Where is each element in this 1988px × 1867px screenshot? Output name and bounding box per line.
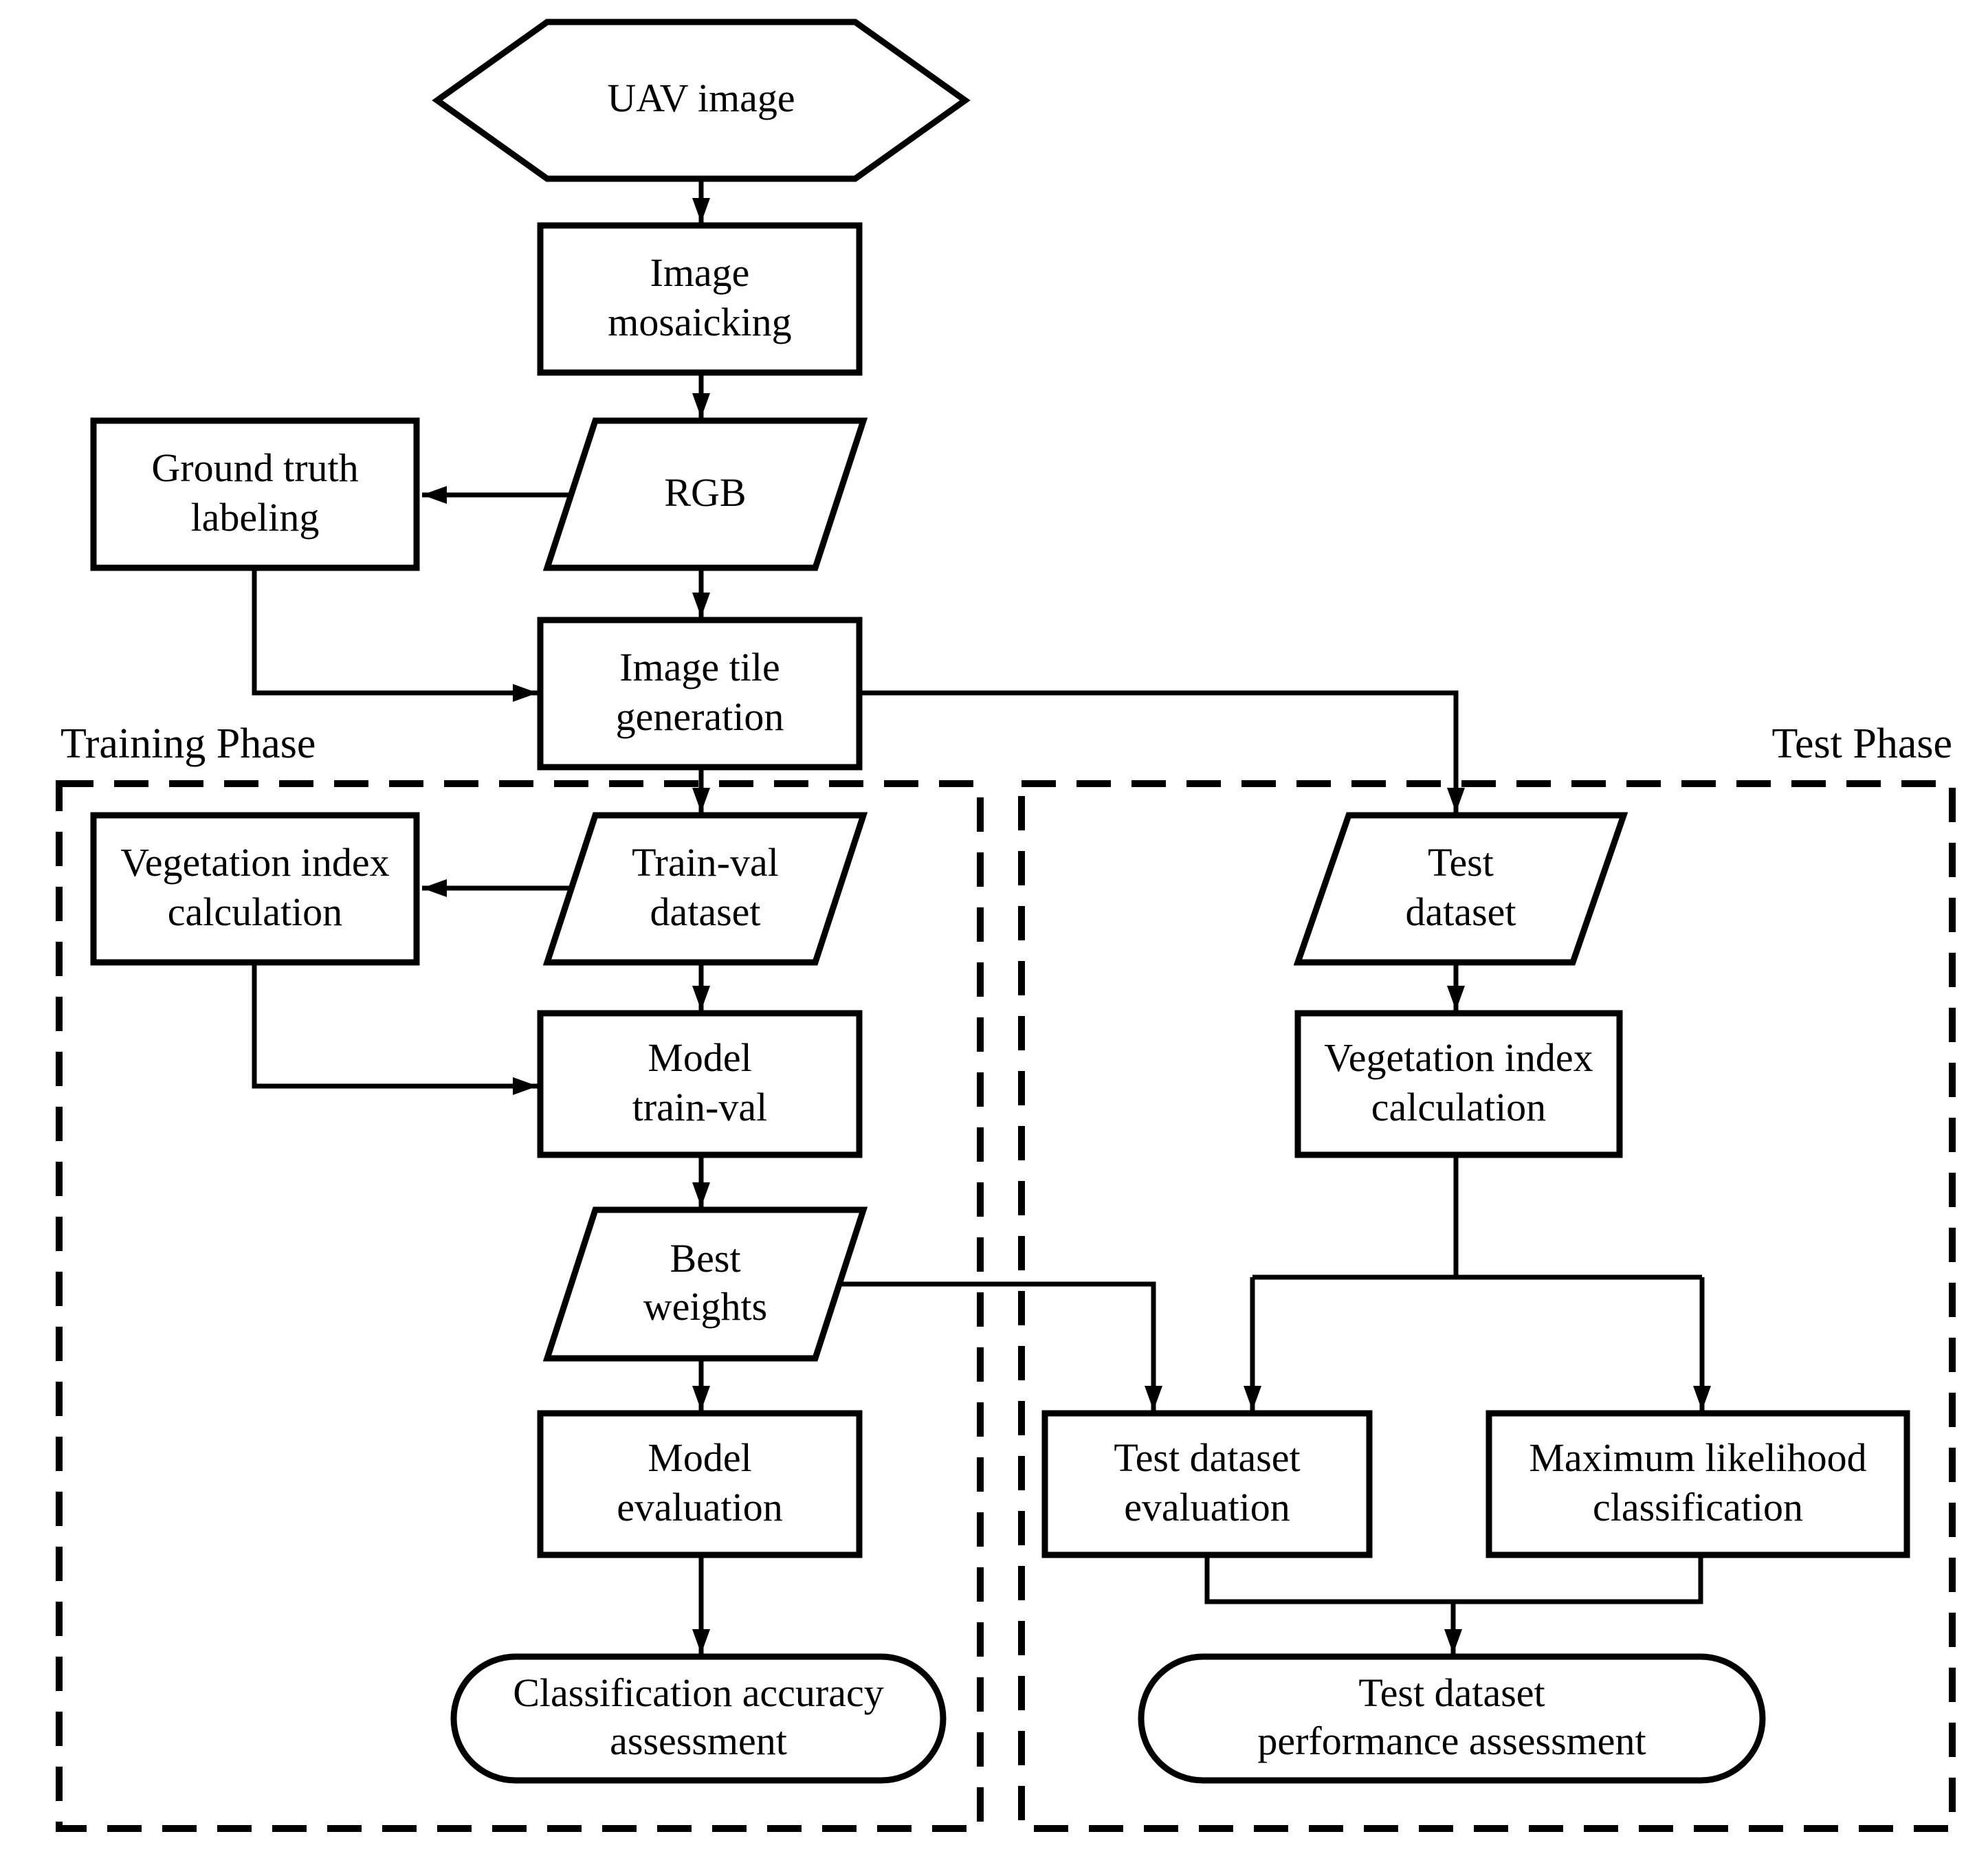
test-phase-box — [1018, 780, 1956, 1832]
training-phase-label: Training Phase — [60, 719, 316, 767]
image-tile-generation-shape — [537, 617, 863, 771]
test-dataset-shape — [1293, 812, 1628, 966]
test-phase-label: Test Phase — [1771, 719, 1952, 767]
node-model-train-val: Model train-val — [632, 1037, 768, 1129]
node-image-mosaicking: Image mosaicking — [608, 252, 792, 344]
node-vegetation-index-calculation-test: Vegetation index calculation — [1324, 1037, 1593, 1129]
ground-truth-labeling-shape — [90, 417, 420, 571]
node-uav-image: UAV image — [607, 77, 795, 122]
vegetation-index-calculation-test-shape — [1294, 1010, 1623, 1158]
uav-image-shape — [432, 19, 971, 182]
node-image-tile-generation: Image tile generation — [615, 646, 784, 739]
image-mosaicking-shape — [537, 222, 863, 376]
vegetation-index-calculation-training-shape — [90, 812, 420, 966]
node-classification-accuracy-assessment: Classification accuracy assessment — [513, 1671, 884, 1764]
node-best-weights: Best weights — [643, 1237, 768, 1329]
phase-boxes — [56, 780, 1956, 1832]
node-test-dataset-performance-assessment: Test dataset performance assessment — [1257, 1671, 1646, 1764]
node-model-evaluation: Model evaluation — [617, 1437, 783, 1529]
node-shapes — [90, 19, 1910, 1784]
node-test-dataset-evaluation: Test dataset evaluation — [1114, 1437, 1301, 1529]
connectors — [252, 179, 1711, 1654]
maximum-likelihood-classification-shape — [1486, 1410, 1910, 1558]
training-phase-box — [56, 780, 984, 1832]
test-dataset-evaluation-shape — [1041, 1410, 1373, 1558]
rgb-shape — [542, 417, 868, 571]
node-train-val-dataset: Train-val dataset — [632, 841, 779, 934]
train-val-dataset-shape — [542, 812, 868, 966]
node-ground-truth-labeling: Ground truth labeling — [151, 447, 359, 540]
model-train-val-shape — [537, 1010, 863, 1158]
node-vegetation-index-calculation-training: Vegetation index calculation — [120, 841, 390, 934]
model-evaluation-shape — [537, 1410, 863, 1558]
best-weights-shape — [542, 1206, 868, 1362]
classification-accuracy-assessment-shape — [450, 1653, 947, 1784]
test-dataset-performance-assessment-shape — [1138, 1653, 1766, 1784]
node-test-dataset: Test dataset — [1405, 841, 1516, 934]
node-maximum-likelihood-classification: Maximum likelihood classification — [1529, 1437, 1867, 1529]
node-rgb: RGB — [664, 471, 747, 516]
